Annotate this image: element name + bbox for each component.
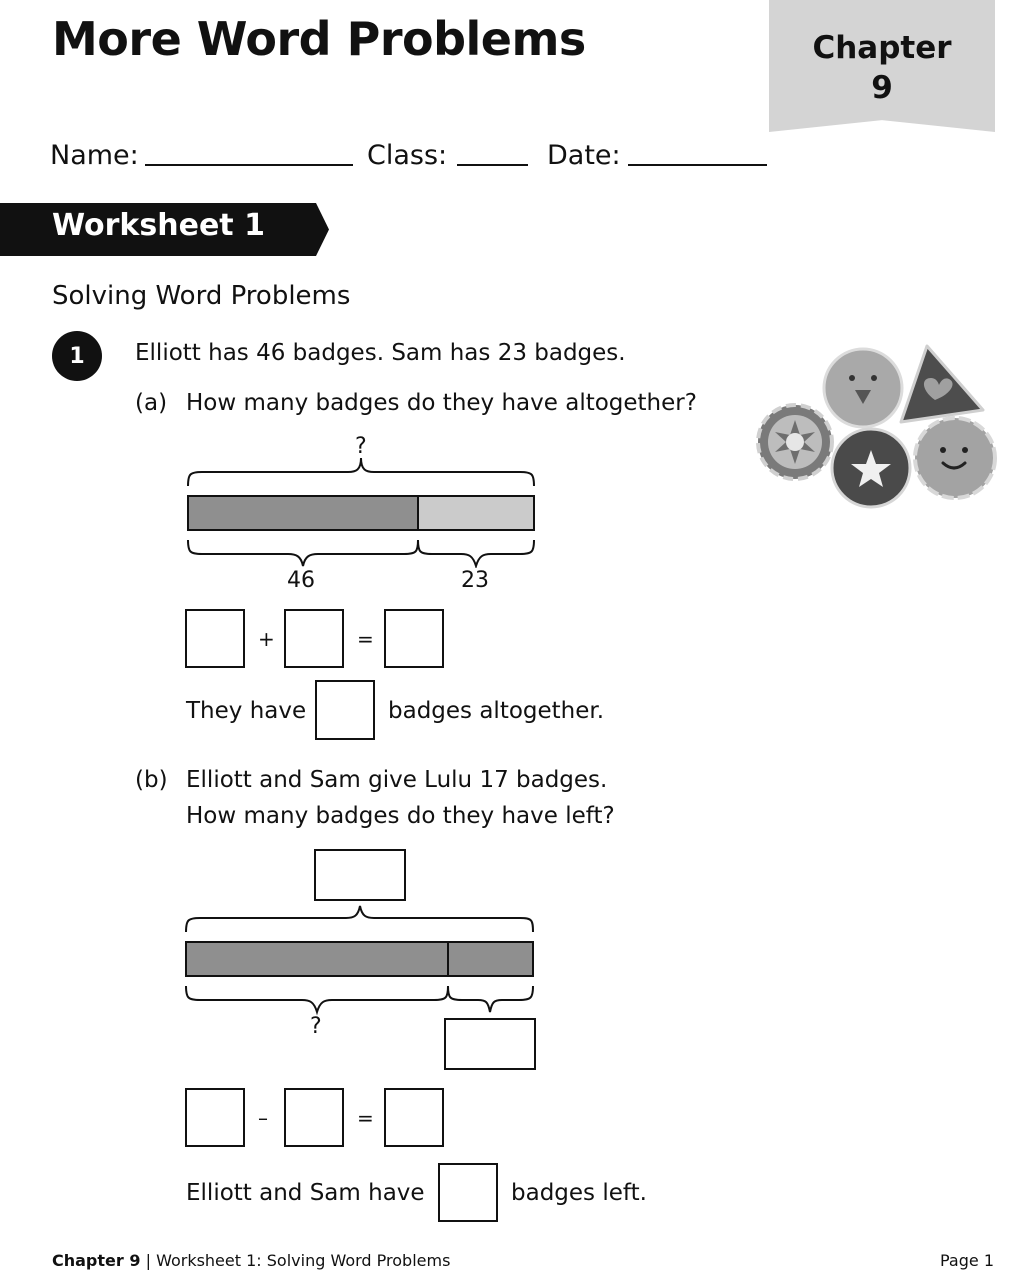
part-a-label: (a): [135, 390, 168, 416]
model-a-segment-46: [187, 495, 419, 531]
model-a-bottom-brace-left: [187, 539, 419, 567]
equation-b-result-box[interactable]: [384, 1088, 444, 1147]
section-title: Solving Word Problems: [52, 281, 351, 311]
model-a-total-label: ?: [355, 434, 367, 459]
answer-b-suffix: badges left.: [511, 1180, 647, 1206]
model-b-total-box[interactable]: [314, 849, 406, 901]
equation-b-box-1[interactable]: [185, 1088, 245, 1147]
smiley-badge-icon: [822, 347, 904, 429]
question-stem: Elliott has 46 badges. Sam has 23 badges…: [135, 340, 626, 366]
date-label: Date:: [547, 140, 621, 171]
footer-separator: |: [145, 1251, 151, 1270]
equation-b-operator: –: [258, 1106, 268, 1130]
equation-b-box-2[interactable]: [284, 1088, 344, 1147]
star-badge-icon: [830, 427, 912, 509]
chapter-number: 9: [871, 70, 893, 106]
date-field[interactable]: [628, 164, 767, 166]
badges-illustration: [756, 344, 997, 509]
equation-a-equals: =: [357, 627, 374, 651]
model-b-unknown-label: ?: [310, 1014, 322, 1039]
model-b-segment-right: [447, 941, 534, 977]
model-b-bar: [185, 905, 534, 1016]
equation-b-equals: =: [357, 1106, 374, 1130]
footer-chapter: Chapter 9: [52, 1251, 141, 1270]
equation-a-operator: +: [258, 627, 275, 651]
part-b-label: (b): [135, 767, 168, 793]
model-a-bottom-brace-right: [417, 539, 535, 568]
model-a-top-brace: [187, 458, 535, 487]
part-a-question: How many badges do they have altogether?: [186, 390, 697, 416]
model-b-top-brace: [185, 905, 534, 933]
part-b-line-1: Elliott and Sam give Lulu 17 badges.: [186, 767, 608, 793]
model-b-part-box[interactable]: [444, 1018, 536, 1070]
page-title: More Word Problems: [52, 12, 586, 66]
equation-a-box-1[interactable]: [185, 609, 245, 668]
model-b-segment-left: [185, 941, 449, 977]
sun-badge-icon: [756, 403, 834, 481]
chapter-label: Chapter: [812, 30, 952, 66]
answer-a-box[interactable]: [315, 680, 375, 740]
answer-b-box[interactable]: [438, 1163, 498, 1222]
name-field[interactable]: [145, 164, 353, 166]
worksheet-banner: [0, 203, 329, 256]
answer-a-prefix: They have: [186, 698, 307, 724]
equation-a-result-box[interactable]: [384, 609, 444, 668]
class-field[interactable]: [457, 164, 528, 166]
worksheet-banner-label: Worksheet 1: [52, 208, 265, 243]
footer-worksheet: Worksheet 1: Solving Word Problems: [156, 1251, 451, 1270]
class-label: Class:: [367, 140, 448, 171]
name-label: Name:: [50, 140, 139, 171]
answer-a-suffix: badges altogether.: [388, 698, 605, 724]
model-b-bottom-brace-left: [185, 985, 449, 1016]
smiley-flower-badge-icon: [913, 416, 997, 500]
equation-a-box-2[interactable]: [284, 609, 344, 668]
chapter-badge: Chapter 9: [769, 28, 995, 108]
footer-left: Chapter 9 | Worksheet 1: Solving Word Pr…: [52, 1251, 450, 1270]
model-a-segment-23: [417, 495, 535, 531]
footer-page: Page 1: [940, 1251, 994, 1270]
model-a-label-46: 46: [287, 568, 315, 593]
answer-b-prefix: Elliott and Sam have: [186, 1180, 425, 1206]
model-a-label-23: 23: [461, 568, 489, 593]
chapter-tab: [769, 0, 995, 132]
heart-triangle-badge-icon: [899, 344, 985, 424]
question-number: 1: [52, 331, 102, 381]
part-b-line-2: How many badges do they have left?: [186, 803, 615, 829]
model-b-bottom-brace-right: [447, 985, 534, 1013]
model-a-bar: [187, 458, 535, 568]
